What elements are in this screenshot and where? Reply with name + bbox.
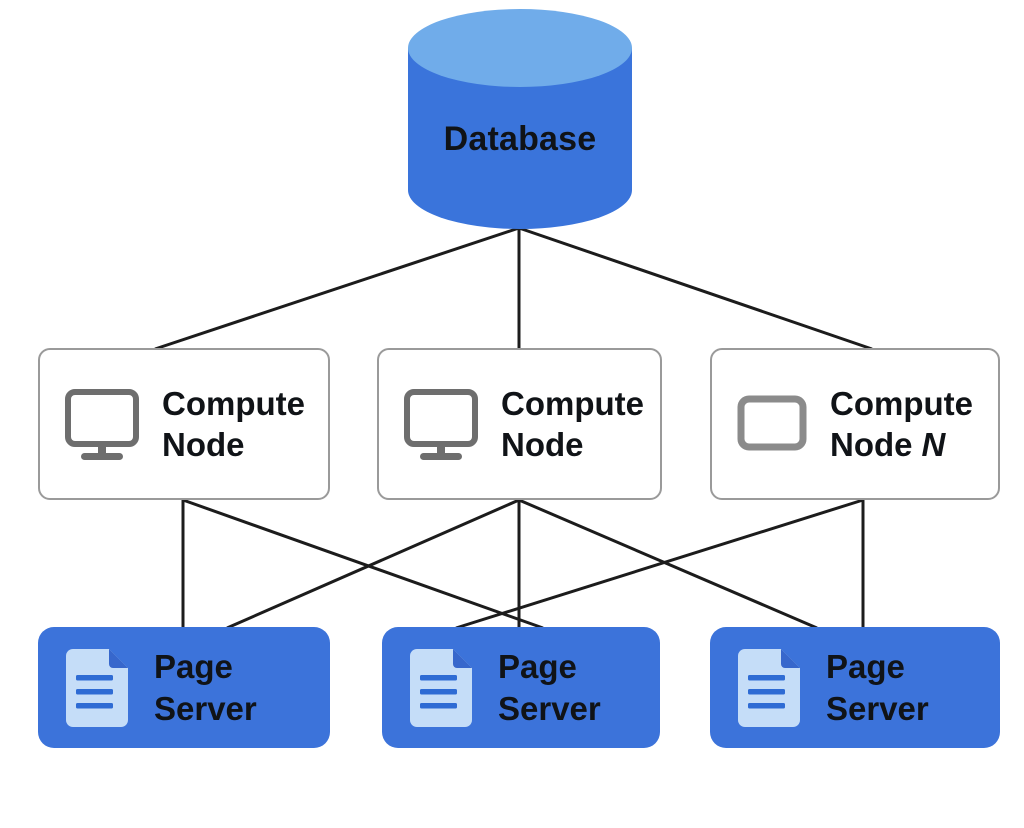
compute-node-label: Compute Node bbox=[162, 385, 305, 463]
rectangle-icon bbox=[736, 394, 808, 454]
document-icon bbox=[410, 648, 472, 727]
connector-line bbox=[154, 226, 520, 351]
page-server-3: Page Server bbox=[710, 627, 1000, 748]
page-server-label: Page Server bbox=[498, 647, 601, 727]
compute-node-1: Compute Node bbox=[38, 348, 330, 500]
document-icon bbox=[66, 648, 128, 727]
page-server-1: Page Server bbox=[38, 627, 330, 748]
compute-node-2: Compute Node bbox=[377, 348, 662, 500]
connector-line bbox=[226, 498, 520, 630]
monitor-icon bbox=[64, 388, 140, 460]
database-label: Database bbox=[443, 120, 597, 158]
page-server-2: Page Server bbox=[382, 627, 660, 748]
page-server-label: Page Server bbox=[154, 647, 257, 727]
database-cylinder-icon bbox=[408, 9, 632, 229]
monitor-icon bbox=[403, 388, 479, 460]
connector-line bbox=[455, 498, 864, 630]
connector-line bbox=[518, 226, 873, 351]
compute-node-label: Compute Node bbox=[501, 385, 644, 463]
page-server-label: Page Server bbox=[826, 647, 929, 727]
database-node: Database bbox=[408, 8, 632, 230]
connector-line bbox=[182, 498, 544, 630]
connector-line bbox=[518, 498, 818, 630]
document-icon bbox=[738, 648, 800, 727]
